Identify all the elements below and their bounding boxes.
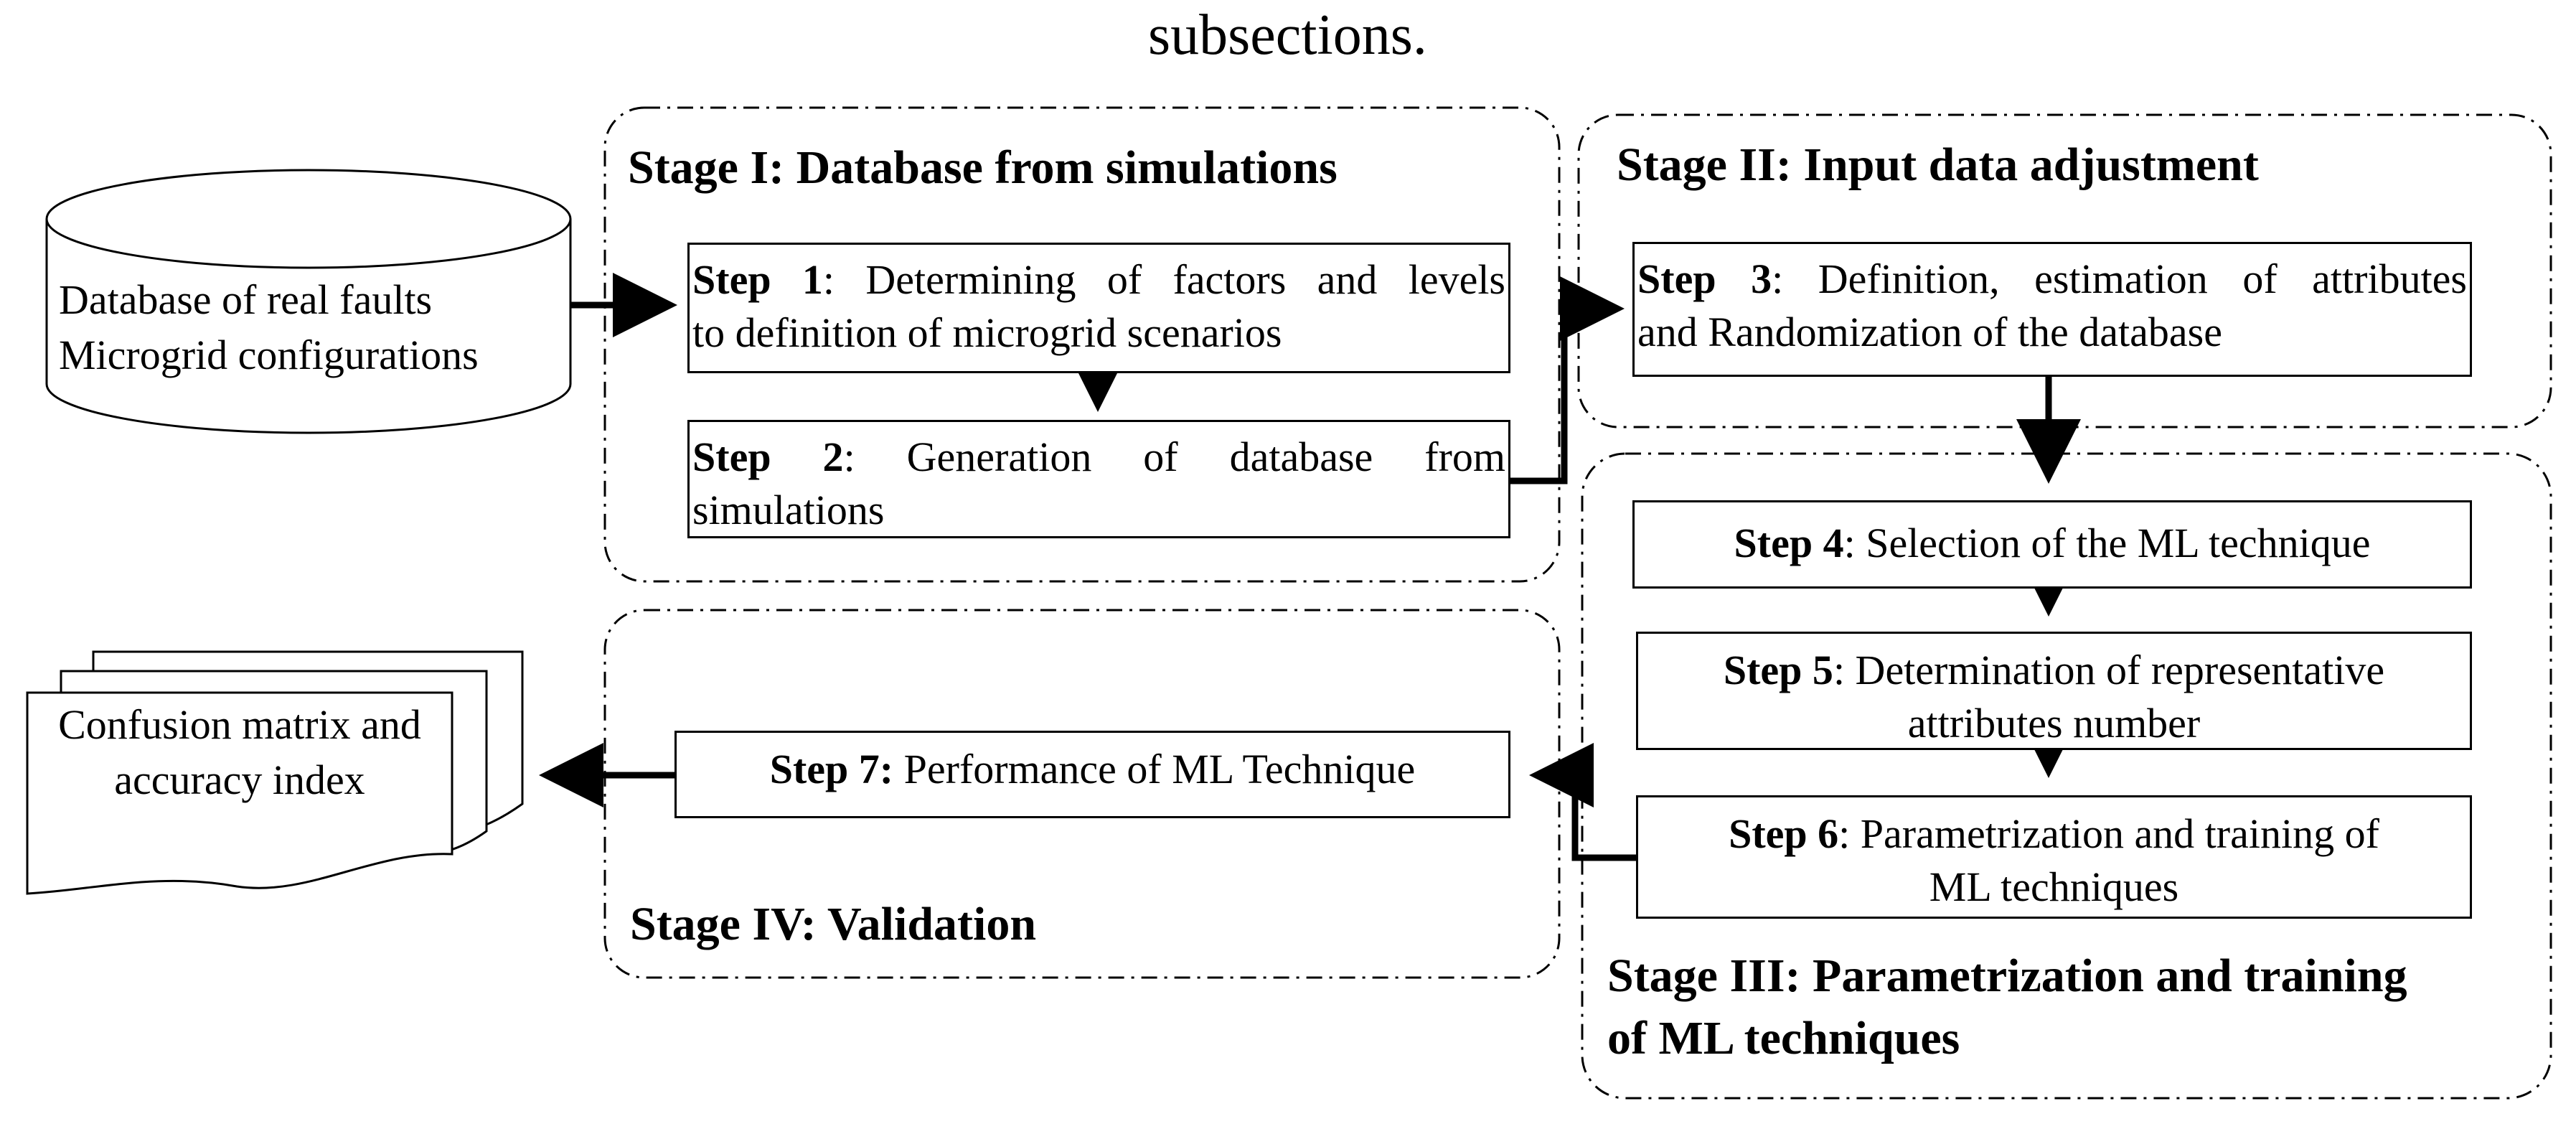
step-5-box: Step 5: Determination of representative … <box>1636 632 2472 750</box>
database-cylinder <box>45 169 572 434</box>
caption: subsections. <box>1148 4 1427 67</box>
step-7-box: Step 7: Performance of ML Technique <box>674 731 1510 818</box>
step-4-label: Step 4 <box>1734 520 1844 566</box>
step-5-label: Step 5 <box>1723 647 1833 693</box>
step-3-box: Step 3: Definition, estimation of attrib… <box>1632 242 2472 377</box>
stage-1-group <box>603 106 1561 583</box>
stage-1-title: Stage I: Database from simulations <box>628 141 1338 194</box>
arrow-step2-to-step3 <box>1510 276 1625 484</box>
step-1-box: Step 1: Determining of factors and level… <box>687 243 1510 373</box>
step-6-label: Step 6 <box>1729 810 1839 857</box>
step-4-box: Step 4: Selection of the ML technique <box>1632 500 2472 589</box>
output-label: Confusion matrix and accuracy index <box>58 701 421 803</box>
step-7-label: Step 7: <box>769 746 894 792</box>
database-label: Database of real faults Microgrid config… <box>59 276 479 378</box>
step-1-label: Step 1 <box>692 256 823 303</box>
stage-4-title: Stage IV: Validation <box>630 898 1037 950</box>
step-3-label: Step 3 <box>1637 256 1772 302</box>
documents-stack <box>26 650 524 895</box>
step-2-box: Step 2: Generation of database from simu… <box>687 420 1510 538</box>
step-6-box: Step 6: Parametrization and training of … <box>1636 795 2472 919</box>
arrow-step6-to-step7 <box>1529 743 1636 861</box>
stage-2-title: Stage II: Input data adjustment <box>1617 139 2259 191</box>
step-2-label: Step 2 <box>692 434 844 480</box>
